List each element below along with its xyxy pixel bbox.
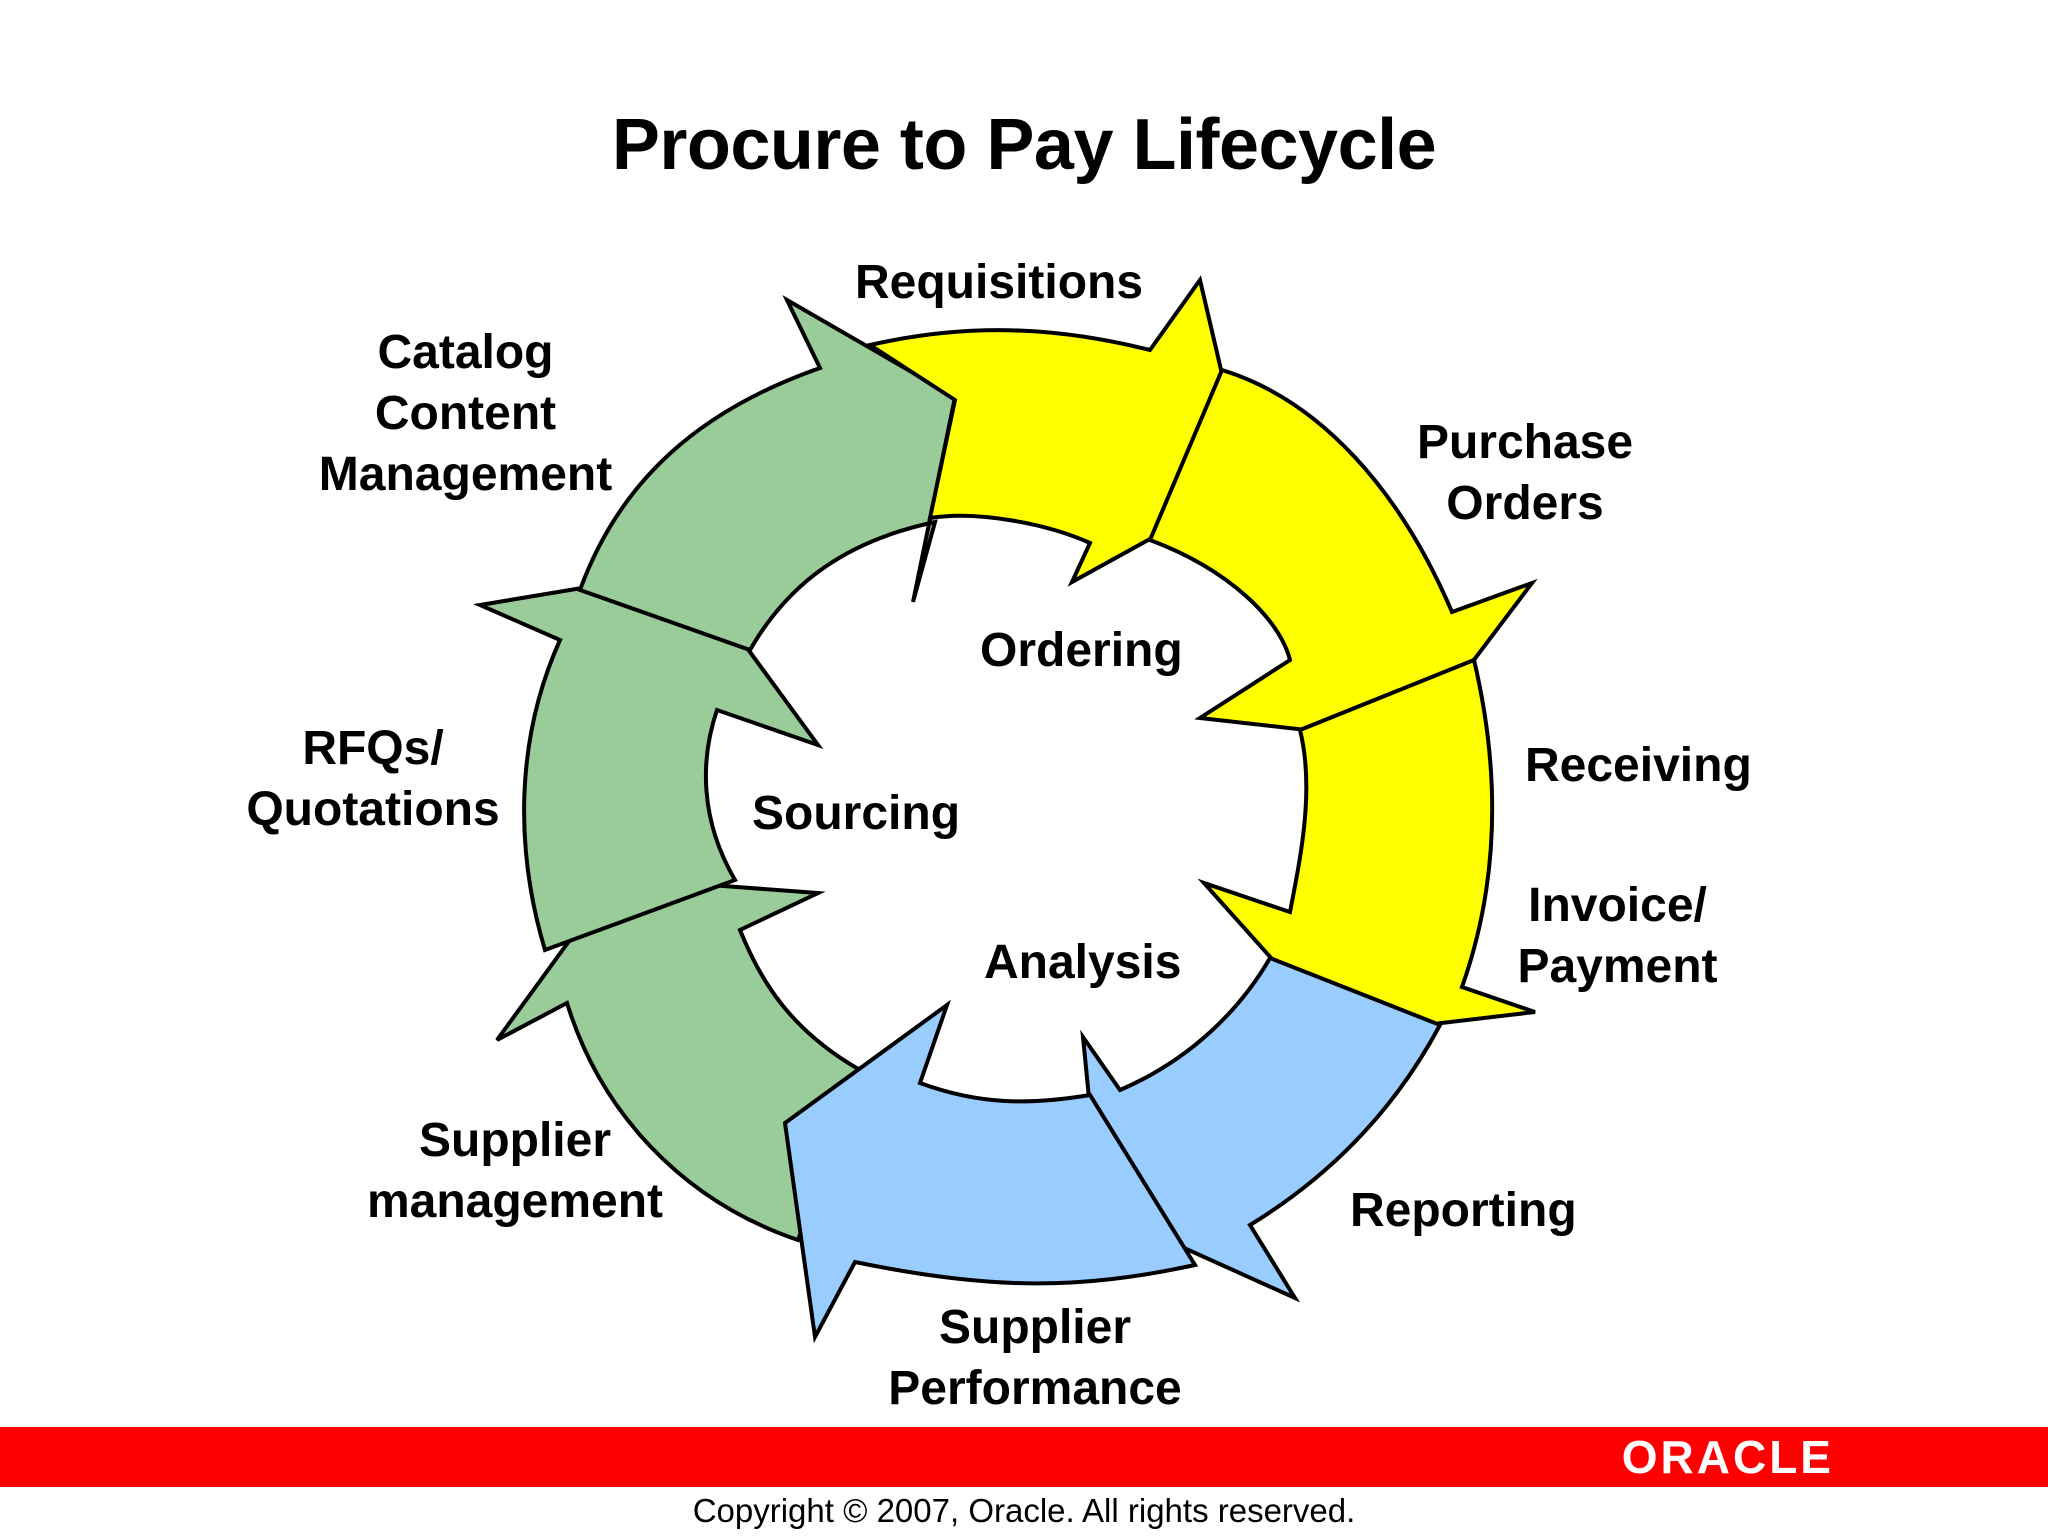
step-supplier-performance-line1: Supplier xyxy=(938,1301,1132,1354)
blue-arrow-invoice-to-reporting xyxy=(1080,955,1443,1303)
step-invoice-payment: Invoice/ Payment xyxy=(1505,875,1730,997)
step-invoice-payment-line1: Invoice/ xyxy=(1528,879,1707,932)
step-requisitions: Requisitions xyxy=(855,256,1144,309)
oracle-logo-text: ORACLE xyxy=(1621,1431,1834,1483)
step-invoice-payment-line2: Payment xyxy=(1517,940,1718,993)
phase-sourcing: Sourcing xyxy=(752,787,961,840)
footer-red-bar xyxy=(0,1427,2048,1487)
step-purchase-orders-line1: Purchase xyxy=(1416,416,1634,469)
step-supplier-management-line2: management xyxy=(366,1175,664,1228)
step-catalog-content-management: Catalog Content Management xyxy=(308,322,623,505)
green-arrow-supplier-to-rfq xyxy=(495,875,863,1243)
step-supplier-management-line1: Supplier xyxy=(418,1114,612,1167)
green-arrow-rfq-to-catalog xyxy=(473,567,824,953)
step-purchase-orders: Purchase Orders xyxy=(1410,412,1640,534)
yellow-arrow-po-to-receiving xyxy=(1147,367,1538,745)
yellow-arrow-requisitions-to-po xyxy=(864,275,1251,587)
step-catalog-line2: Content xyxy=(374,387,557,440)
step-supplier-performance: Supplier Performance xyxy=(875,1297,1195,1419)
step-supplier-performance-line2: Performance xyxy=(888,1362,1182,1415)
yellow-arrow-receiving-to-invoice xyxy=(1197,657,1536,1038)
step-receiving: Receiving xyxy=(1525,739,1752,792)
green-arrow-catalog-to-requisitions xyxy=(577,295,958,653)
slide-title: Procure to Pay Lifecycle xyxy=(611,105,1437,185)
step-reporting: Reporting xyxy=(1350,1184,1577,1237)
oracle-logo: ORACLE xyxy=(1622,1434,1834,1480)
step-purchase-orders-line2: Orders xyxy=(1446,477,1604,530)
step-rfqs-line2: Quotations xyxy=(246,783,500,836)
step-rfqs-line1: RFQs/ xyxy=(302,722,444,775)
blue-arrow-reporting-to-performance xyxy=(782,999,1199,1344)
phase-ordering: Ordering xyxy=(980,624,1183,677)
step-supplier-management: Supplier management xyxy=(355,1110,675,1232)
step-catalog-line1: Catalog xyxy=(377,326,554,379)
step-rfqs-quotations: RFQs/ Quotations xyxy=(238,718,508,840)
phase-analysis: Analysis xyxy=(984,936,1182,989)
step-catalog-line3: Management xyxy=(318,448,613,501)
copyright-notice: Copyright © 2007, Oracle. All rights res… xyxy=(692,1492,1356,1529)
